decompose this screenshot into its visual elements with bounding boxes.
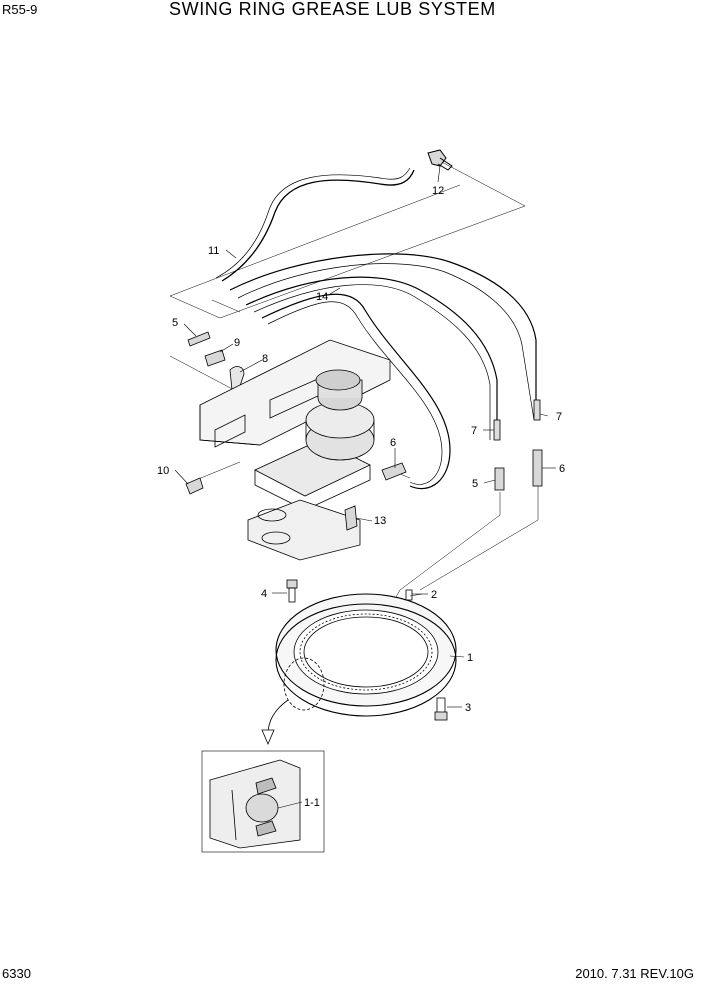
callout-5-left: 5: [172, 317, 178, 329]
callout-11: 11: [208, 245, 219, 257]
callout-6-motor: 6: [390, 437, 396, 449]
callout-13: 13: [374, 515, 386, 527]
callout-1-1: 1-1: [304, 797, 320, 809]
callout-8: 8: [262, 353, 268, 365]
callout-10: 10: [157, 465, 169, 477]
callout-7-left: 7: [471, 425, 477, 437]
fitting-9: [204, 349, 226, 367]
callout-3: 3: [465, 702, 471, 714]
revision-date: 2010. 7.31 REV.10G: [575, 966, 694, 981]
callout-2: 2: [431, 589, 437, 601]
fitting-13: [344, 505, 358, 531]
hose-11: [215, 167, 415, 282]
page-number: 6330: [2, 966, 31, 981]
hose-7-14-bundle: [229, 253, 537, 490]
model-code: R55-9: [2, 2, 38, 17]
reference-lines: [169, 159, 539, 605]
callout-7-right: 7: [556, 411, 562, 423]
callout-1: 1: [467, 652, 473, 664]
bolt-4: [286, 579, 298, 603]
leader-lines: [174, 165, 556, 809]
swing-ring-bearing: [275, 593, 457, 717]
plug-2: [405, 589, 413, 601]
bolt-3: [434, 697, 448, 721]
fitting-6-motor: [381, 462, 407, 481]
grease-nipple-6: [532, 449, 543, 487]
callout-12: 12: [432, 185, 444, 197]
elbow-fitting-12: [427, 149, 453, 171]
callout-5-right: 5: [472, 478, 478, 490]
callout-4: 4: [261, 588, 267, 600]
swing-motor: [305, 369, 375, 461]
callout-14: 14: [316, 291, 328, 303]
lower-bracket: [247, 499, 361, 561]
fitting-5-left: [187, 331, 211, 347]
detail-box-1-1: [201, 750, 325, 853]
grease-nipple-5: [494, 467, 505, 491]
callout-6-right: 6: [559, 463, 565, 475]
page-title: SWING RING GREASE LUB SYSTEM: [169, 0, 496, 19]
hose-end-7: [493, 399, 541, 441]
fitting-10: [185, 477, 204, 495]
detail-marker: [261, 657, 325, 746]
callout-9: 9: [234, 337, 240, 349]
